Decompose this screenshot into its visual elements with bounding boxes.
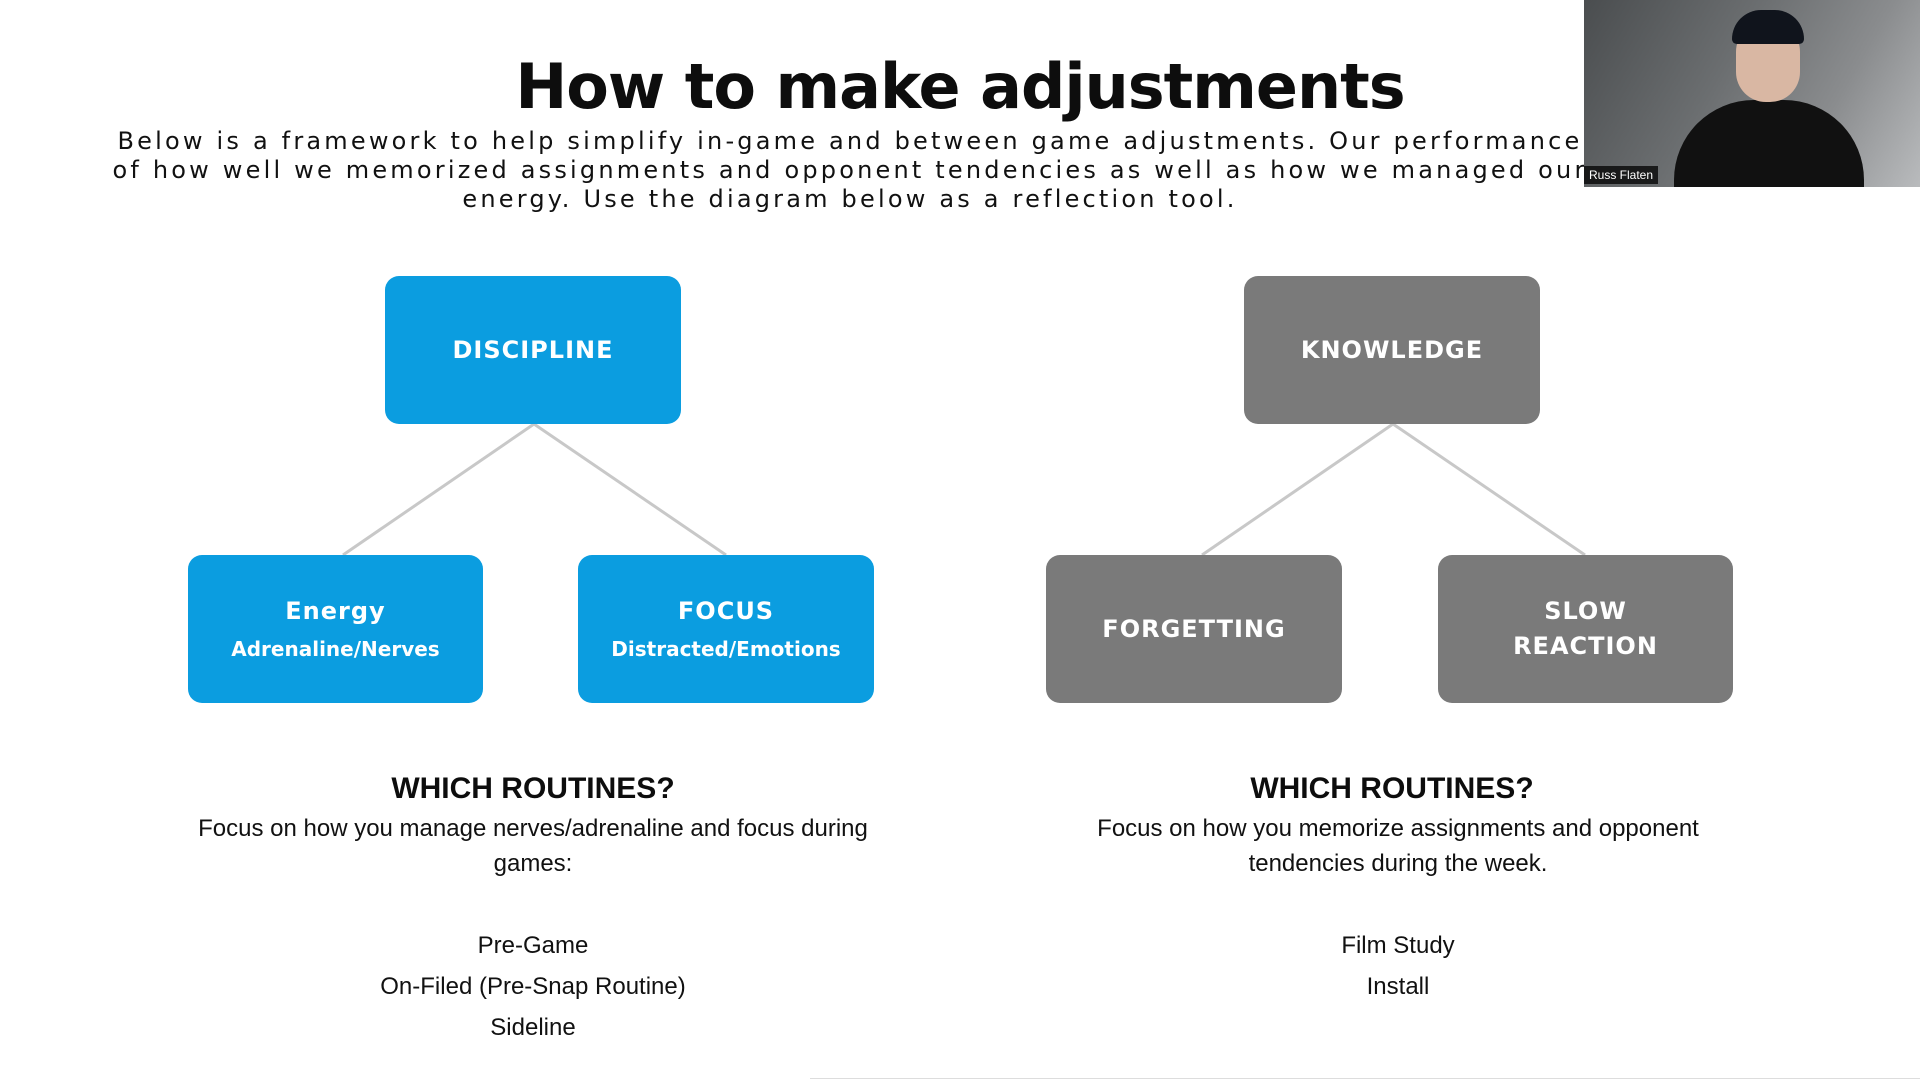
left-routines-description: Focus on how you manage nerves/adrenalin… bbox=[153, 811, 913, 881]
right-routines-list: Film Study Install bbox=[1018, 925, 1778, 1007]
discipline-box: DISCIPLINE bbox=[385, 276, 681, 424]
connector-line bbox=[342, 422, 535, 557]
box-label: FOCUS bbox=[677, 597, 775, 625]
box-label: FORGETTING bbox=[1102, 615, 1286, 643]
slow-reaction-box: SLOW REACTION bbox=[1438, 555, 1733, 703]
list-item: Pre-Game bbox=[477, 932, 589, 959]
connector-line bbox=[1201, 422, 1394, 557]
list-item: On-Filed (Pre-Snap Routine) bbox=[380, 973, 686, 1000]
left-routines-heading: WHICH ROUTINES? bbox=[391, 772, 675, 805]
box-sublabel: Adrenaline/Nerves bbox=[231, 637, 440, 661]
right-routines-description: Focus on how you memorize assignments an… bbox=[1018, 811, 1778, 881]
list-item: Film Study bbox=[1341, 932, 1455, 959]
participant-video-tile[interactable]: Russ Flaten bbox=[1584, 0, 1920, 187]
connector-line bbox=[533, 422, 727, 557]
slide-title: How to make adjustments bbox=[515, 50, 1405, 123]
description-line: Focus on how you memorize assignments an… bbox=[1097, 815, 1699, 842]
energy-box: Energy Adrenaline/Nerves bbox=[188, 555, 483, 703]
box-sublabel: Distracted/Emotions bbox=[611, 637, 841, 661]
box-label: REACTION bbox=[1513, 632, 1658, 660]
connector-line bbox=[1392, 422, 1586, 557]
list-item: Install bbox=[1366, 973, 1430, 1000]
description-line: tendencies during the week. bbox=[1248, 850, 1548, 877]
participant-silhouette bbox=[1674, 100, 1864, 187]
description-line: Focus on how you manage nerves/adrenalin… bbox=[198, 815, 868, 842]
right-routines-heading: WHICH ROUTINES? bbox=[1250, 772, 1534, 805]
description-line: games: bbox=[493, 850, 573, 877]
slide-subtitle: Below is a framework to help simplify in… bbox=[110, 127, 1590, 214]
participant-cap bbox=[1732, 10, 1804, 44]
focus-box: FOCUS Distracted/Emotions bbox=[578, 555, 874, 703]
box-label: KNOWLEDGE bbox=[1300, 336, 1484, 364]
participant-name-tag: Russ Flaten bbox=[1584, 166, 1659, 184]
box-label: DISCIPLINE bbox=[452, 336, 614, 364]
box-label: Energy bbox=[285, 597, 386, 625]
divider bbox=[810, 1078, 1920, 1079]
list-item: Sideline bbox=[490, 1014, 576, 1041]
box-label: SLOW bbox=[1544, 597, 1627, 625]
subtitle-line: energy. Use the diagram below as a refle… bbox=[462, 185, 1238, 213]
subtitle-line: Below is a framework to help simplify in… bbox=[117, 127, 1583, 155]
forgetting-box: FORGETTING bbox=[1046, 555, 1342, 703]
knowledge-box: KNOWLEDGE bbox=[1244, 276, 1540, 424]
left-routines-list: Pre-Game On-Filed (Pre-Snap Routine) Sid… bbox=[153, 925, 913, 1048]
subtitle-line: of how well we memorized assignments and… bbox=[112, 156, 1588, 184]
